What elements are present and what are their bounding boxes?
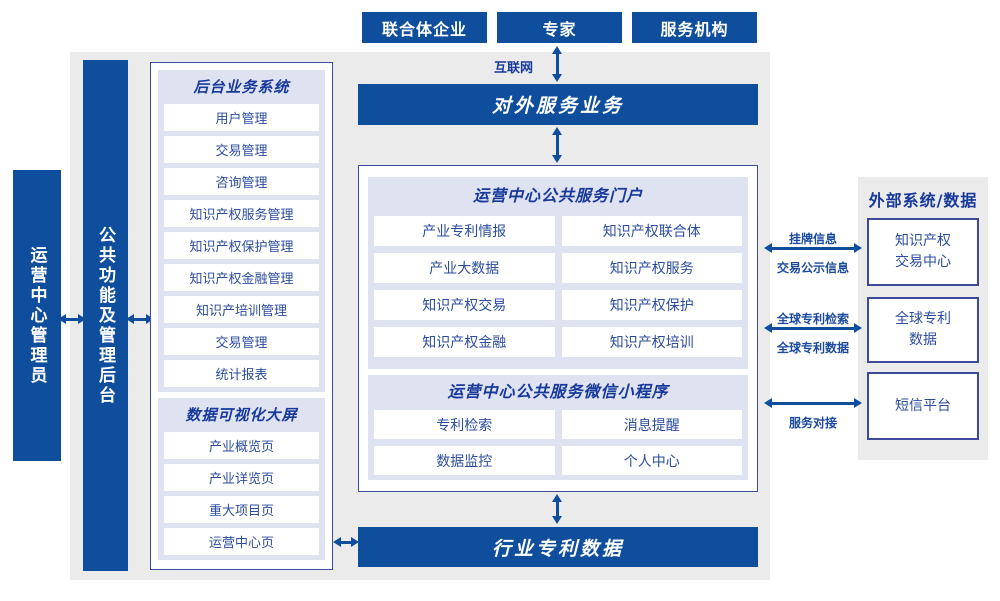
actor-box-experts: 专家 [497,12,622,43]
dashboard-list: 产业概览页 产业详览页 重大项目页 运营中心页 [164,432,319,555]
sms-double-arrow-icon [764,398,862,408]
external-systems-title: 外部系统/数据 [868,191,978,210]
backend-item: 交易管理 [164,136,319,163]
dashboard-title: 数据可视化大屏 [185,406,298,424]
global-patent-double-arrow-icon [764,323,862,333]
industry-patent-bar: 行业专利数据 [358,527,758,567]
portal-patent-double-arrow-icon [552,494,562,524]
actor-box-consortium: 联合体企业 [362,12,487,43]
external-system-box-ip-exchange: 知识产权 交易中心 [867,218,979,286]
internet-label: 互联网 [494,61,534,76]
external-system-box-global-patent: 全球专利 数据 [867,297,979,363]
link-label-global-patent-data: 全球专利数据 [776,341,849,355]
portal-group: 运营中心公共服务门户 产业专利情报 知识产权联合体 产业大数据 知识产权服务 知… [368,177,748,369]
link-label-global-patent-search: 全球专利检索 [776,312,849,326]
external-service-bar: 对外服务业务 [358,84,758,125]
portal-item: 知识产权培训 [561,327,742,357]
actor-box-service-orgs: 服务机构 [632,12,757,43]
miniprogram-item: 个人中心 [561,446,742,475]
backend-system-title: 后台业务系统 [193,78,290,96]
portal-item: 产业专利情报 [374,216,555,246]
link-label-trade-publicity: 交易公示信息 [776,261,849,275]
admin-backend-double-arrow-icon [58,314,86,324]
portal-item: 知识产权保护 [561,290,742,320]
dashboard-item: 重大项目页 [164,496,319,523]
miniprogram-grid: 专利检索 消息提醒 数据监控 个人中心 [374,410,742,475]
dashboard-item: 产业概览页 [164,432,319,459]
portal-item: 知识产权金融 [374,327,555,357]
external-system-box-sms: 短信平台 [867,372,979,440]
miniprogram-item: 消息提醒 [561,410,742,439]
dashboard-item: 产业详览页 [164,464,319,491]
dashboard-item: 运营中心页 [164,528,319,555]
portal-title: 运营中心公共服务门户 [472,186,643,205]
backend-item: 知识产权保护管理 [164,232,319,259]
backend-item: 统计报表 [164,360,319,387]
portal-grid: 产业专利情报 知识产权联合体 产业大数据 知识产权服务 知识产权交易 知识产权保… [374,216,742,357]
miniprogram-title: 运营中心公共服务微信小程序 [447,382,669,401]
backend-item: 知识产权金融管理 [164,264,319,291]
backend-item: 咨询管理 [164,168,319,195]
backend-systems-double-arrow-icon [126,314,154,324]
backend-item: 交易管理 [164,328,319,355]
operations-admin-bar: 运营中心管理员 [13,170,61,461]
portal-item: 产业大数据 [374,253,555,283]
portal-item: 知识产权交易 [374,290,555,320]
backend-item: 知识产权服务管理 [164,200,319,227]
public-functions-backend-bar: 公共功能及管理后台 [83,60,128,571]
link-label-service-connect: 服务对接 [788,416,837,430]
portal-item: 知识产权联合体 [561,216,742,246]
link-label-listing-info: 挂牌信息 [788,232,837,246]
backend-system-group: 后台业务系统 用户管理 交易管理 咨询管理 知识产权服务管理 知识产权保护管理 … [158,70,325,392]
dashboard-patent-double-arrow-icon [333,537,359,547]
portal-item: 知识产权服务 [561,253,742,283]
internet-double-arrow-icon [552,46,562,82]
backend-system-list: 用户管理 交易管理 咨询管理 知识产权服务管理 知识产权保护管理 知识产权金融管… [164,104,319,387]
miniprogram-item: 专利检索 [374,410,555,439]
backend-item: 用户管理 [164,104,319,131]
ip-exchange-double-arrow-icon [764,243,862,253]
dashboard-group: 数据可视化大屏 产业概览页 产业详览页 重大项目页 运营中心页 [158,398,325,560]
backend-item: 知识产培训管理 [164,296,319,323]
service-portal-double-arrow-icon [552,127,562,163]
miniprogram-group: 运营中心公共服务微信小程序 专利检索 消息提醒 数据监控 个人中心 [368,375,748,480]
miniprogram-item: 数据监控 [374,446,555,475]
